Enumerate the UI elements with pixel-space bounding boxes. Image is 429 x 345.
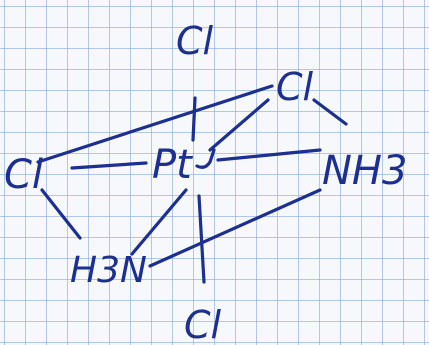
bond-to-upper-right-cl (208, 98, 270, 152)
atom-cl-upper-right: Cl (276, 65, 314, 109)
edge-cl-upper-right-to-nh3 (312, 98, 348, 126)
edge-cl-left-to-h3n (40, 188, 82, 240)
atom-cl-bottom: Cl (184, 303, 222, 345)
bond-bottom-vertical (197, 194, 206, 284)
atom-h3n-lower: H3N (70, 250, 147, 291)
bond-right-horizontal (216, 148, 322, 162)
bond-to-lower-amine (130, 188, 188, 256)
edge-h3n-to-nh3 (148, 188, 322, 268)
atom-nh3-right: NH3 (322, 148, 407, 194)
pt-hook-mark (195, 148, 216, 169)
bond-top-vertical (191, 96, 197, 142)
atom-center-pt: Pt (152, 142, 193, 188)
bond-left-horizontal (70, 161, 148, 170)
edge-cl-left-to-cl-upper-right (36, 84, 274, 164)
atom-cl-left: Cl (4, 152, 43, 198)
atom-cl-top: Cl (176, 19, 214, 63)
